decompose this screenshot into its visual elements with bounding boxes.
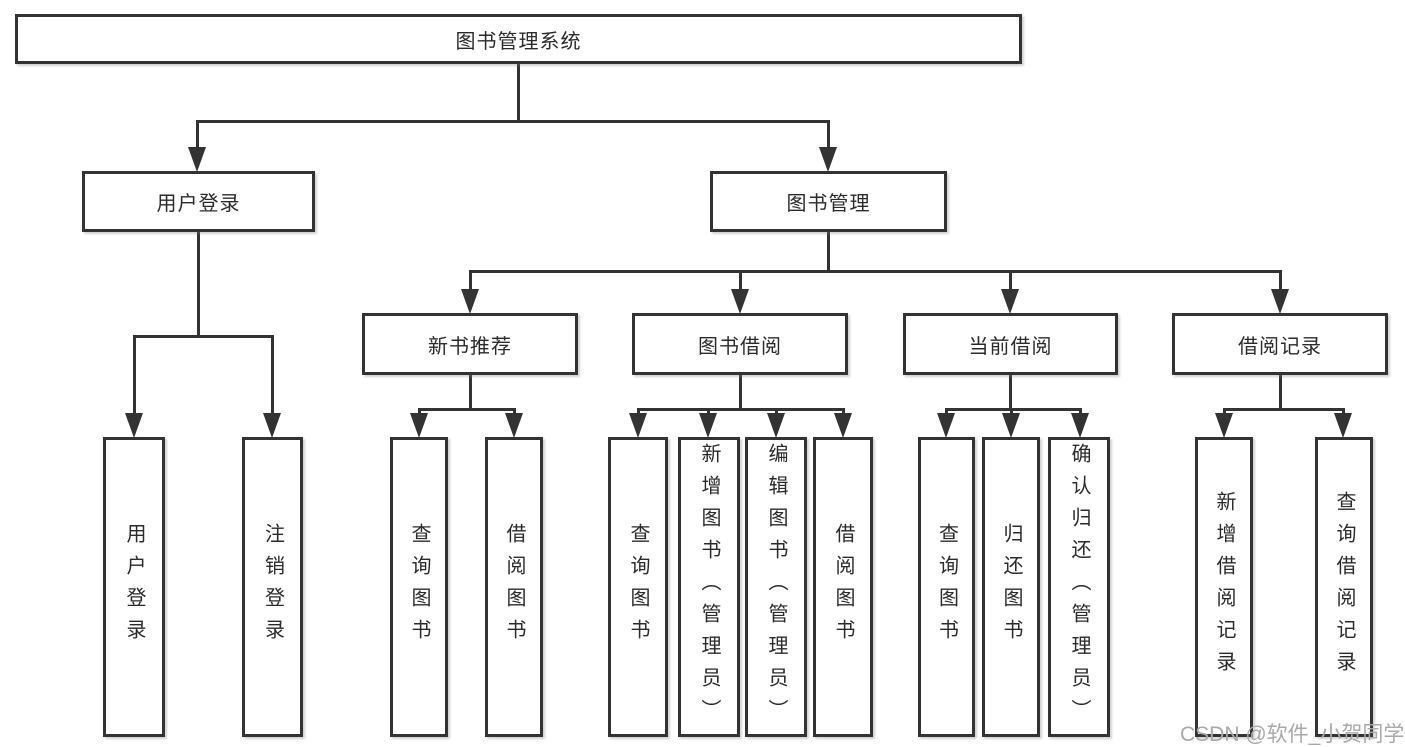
node-label: 新增借阅记录 — [1213, 491, 1235, 683]
connector-line — [468, 375, 472, 411]
arrow-down-icon — [629, 413, 647, 438]
arrow-down-icon — [1271, 289, 1289, 314]
node-leaf-query-book-c: 查询图书 — [918, 437, 975, 737]
node-root: 图书管理系统 — [15, 14, 1022, 64]
node-leaf-borrow-book-b: 借阅图书 — [813, 437, 873, 737]
node-leaf-user-login: 用户登录 — [103, 437, 165, 737]
connector-line — [826, 120, 830, 167]
node-label: 当前借阅 — [968, 335, 1053, 358]
connector-line — [944, 408, 1082, 411]
connector-line — [270, 335, 274, 433]
arrow-down-icon — [410, 413, 428, 438]
node-borrowing-records: 借阅记录 — [1172, 313, 1388, 375]
node-new-book-recommend: 新书推荐 — [362, 313, 578, 375]
node-leaf-add-book: 新增图书（管理员） — [678, 437, 740, 737]
node-label: 新书推荐 — [428, 335, 512, 358]
node-label: 查询图书 — [627, 523, 649, 651]
node-label: 查询借阅记录 — [1333, 491, 1355, 683]
node-label: 借阅图书 — [832, 523, 854, 651]
connector-line — [196, 232, 200, 338]
node-label: 归还图书 — [1000, 523, 1022, 651]
arrow-down-icon — [767, 413, 785, 438]
node-leaf-return-book: 归还图书 — [982, 437, 1040, 737]
node-label: 图书管理 — [786, 193, 871, 215]
arrow-down-icon — [263, 413, 281, 438]
node-label: 注销登录 — [261, 523, 284, 651]
arrow-down-icon — [1071, 413, 1089, 438]
connector-line — [636, 408, 845, 411]
arrow-down-icon — [1002, 413, 1020, 438]
node-label: 查询图书 — [935, 523, 958, 651]
node-leaf-edit-book: 编辑图书（管理员） — [745, 437, 807, 737]
node-user-login: 用户登录 — [82, 171, 315, 232]
arrow-down-icon — [1001, 289, 1019, 314]
node-leaf-query-book-b: 查询图书 — [608, 437, 668, 737]
node-label: 图书借阅 — [698, 335, 782, 358]
node-label: 借阅记录 — [1238, 335, 1322, 358]
node-label: 用户登录 — [156, 193, 241, 215]
arrow-down-icon — [125, 413, 143, 438]
arrow-down-icon — [834, 413, 852, 438]
node-book-borrowing: 图书借阅 — [632, 313, 848, 375]
node-book-management: 图书管理 — [710, 171, 947, 232]
arrow-down-icon — [1334, 413, 1352, 438]
node-leaf-add-record: 新增借阅记录 — [1195, 437, 1253, 737]
connector-line — [132, 335, 274, 338]
node-label: 编辑图书（管理员） — [765, 443, 787, 731]
arrow-down-icon — [699, 413, 717, 438]
node-label: 查询图书 — [408, 523, 430, 651]
connector-line — [738, 375, 742, 411]
arrow-down-icon — [505, 413, 523, 438]
connector-line — [195, 120, 830, 123]
arrow-down-icon — [937, 413, 955, 438]
node-label: 图书管理系统 — [455, 30, 582, 53]
arrow-down-icon — [188, 147, 206, 172]
node-leaf-query-record: 查询借阅记录 — [1315, 437, 1373, 737]
node-current-borrowing: 当前借阅 — [903, 313, 1118, 375]
connector-line — [417, 408, 516, 411]
node-leaf-borrow-book-a: 借阅图书 — [485, 437, 543, 737]
arrow-down-icon — [819, 147, 837, 172]
watermark: CSDN @软件_小贺同学 — [1180, 723, 1405, 746]
connector-line — [132, 335, 136, 433]
connector-line — [195, 120, 199, 167]
node-leaf-logout: 注销登录 — [242, 437, 303, 737]
connector-line — [826, 232, 830, 273]
connector-line — [1278, 375, 1282, 411]
connector-line — [1222, 408, 1345, 411]
node-label: 用户登录 — [123, 523, 145, 651]
connector-line — [1008, 375, 1012, 411]
node-leaf-query-book-a: 查询图书 — [390, 437, 448, 737]
connector-line — [516, 64, 520, 123]
arrow-down-icon — [1215, 413, 1233, 438]
node-label: 新增图书（管理员） — [698, 443, 720, 731]
connector-line — [468, 270, 1282, 273]
arrow-down-icon — [731, 289, 749, 314]
node-label: 确认归还（管理员） — [1068, 443, 1090, 731]
node-label: 借阅图书 — [503, 523, 525, 651]
arrow-down-icon — [461, 289, 479, 314]
node-leaf-confirm-return: 确认归还（管理员） — [1048, 437, 1110, 737]
